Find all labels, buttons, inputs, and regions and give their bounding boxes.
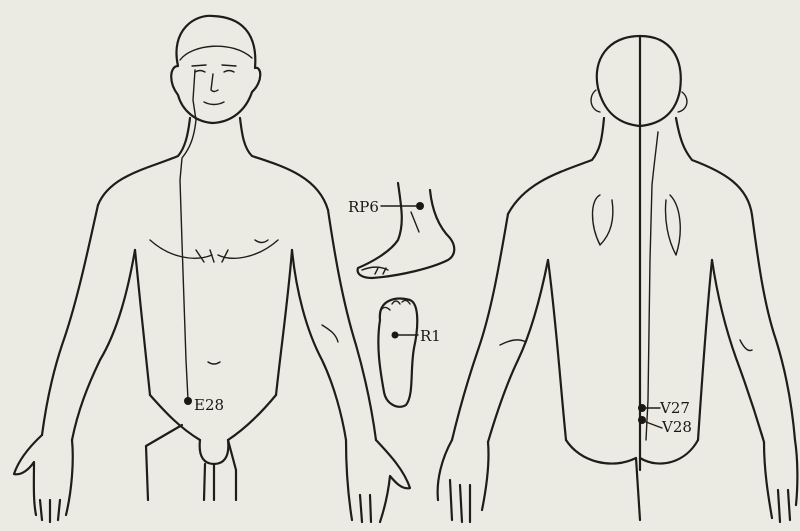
back-head [597,36,681,126]
back-scapula-right [665,195,680,255]
back-hand-left [438,440,489,522]
point-v28-label: V28 [661,418,692,436]
front-meridian-line [180,70,196,400]
front-nose [211,74,218,92]
point-r1-label: R1 [420,327,441,345]
front-navel [208,362,220,364]
front-hand-left [14,435,73,522]
front-sternum-marks [196,250,228,262]
point-v27-label: V27 [659,399,690,417]
back-neck-shoulders [508,118,752,215]
front-hand-right [346,440,410,522]
point-v28-marker [638,416,646,424]
front-arm-right-inner [292,250,346,440]
back-hand-right [764,440,797,522]
ankle-meridian [411,212,419,232]
point-v27-marker [638,404,646,412]
front-chest-right [218,240,278,258]
point-v28-leader [646,422,662,428]
front-elbow-crease [322,325,338,342]
ankle-side-view: RP6 [348,183,454,278]
foot-toes [362,267,388,274]
front-mouth [204,102,224,105]
front-eyes [195,71,234,73]
back-scapula-left [593,195,613,245]
sole-outline [378,299,417,407]
point-rp6-marker [416,202,424,210]
front-torso-left [135,250,150,395]
back-arm-right [712,215,795,442]
front-arm-right-outer [328,210,376,440]
front-hairline [180,46,252,60]
sole-toes [380,300,410,312]
front-neck-right [240,118,328,210]
front-figure: E28 [14,16,410,522]
back-elbow-creases [500,340,752,351]
point-e28-marker [184,397,192,405]
back-figure: V27 V28 [438,36,798,522]
front-neck-left [98,118,190,205]
front-nipple-mark [255,240,268,243]
point-e28-label: E28 [194,396,224,414]
back-buttocks [566,440,698,520]
front-head [171,16,260,123]
front-eyebrows [192,65,236,66]
front-arm-left-outer [42,205,98,435]
front-chest-left [150,240,212,258]
front-torso-right [276,250,292,395]
point-rp6-label: RP6 [348,198,379,216]
back-meridian-line [646,132,658,440]
back-arm-left [452,214,548,442]
sole-view: R1 [378,299,441,407]
